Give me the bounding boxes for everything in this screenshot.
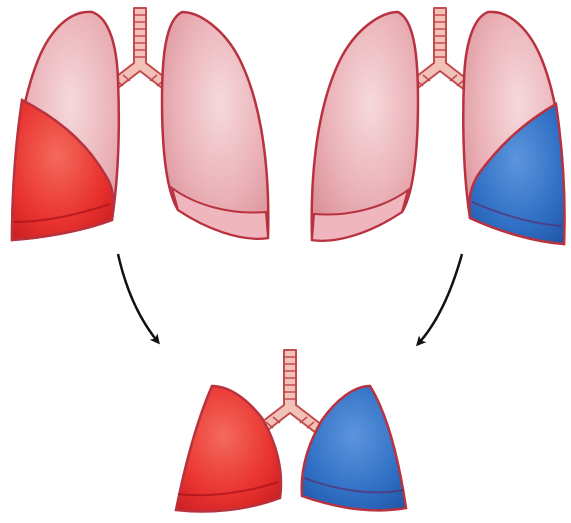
left-lung-icon (12, 12, 119, 240)
trachea-icon (258, 350, 322, 433)
lungs-blue-lower-right-lobe-icon (312, 8, 565, 244)
lungs-red-lower-left-lobe-icon (12, 8, 268, 240)
right-lung-icon (463, 12, 564, 244)
right-lung-icon (162, 12, 268, 239)
left-lung-icon (312, 12, 418, 241)
curved-arrow-icon (418, 254, 462, 344)
combined-lobes-icon (176, 350, 406, 512)
curved-arrow-icon (118, 254, 158, 342)
